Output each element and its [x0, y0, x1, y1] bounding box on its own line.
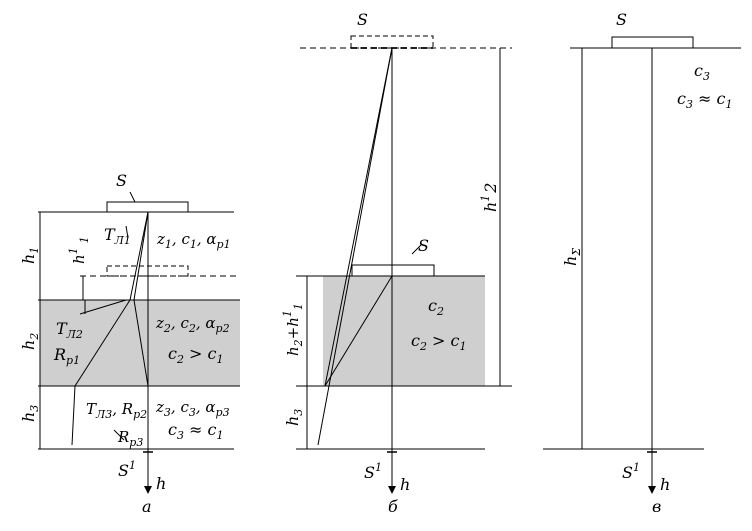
label-receiver-v: S1: [622, 461, 640, 482]
leader-tl2-a: [79, 299, 127, 315]
caption-a: а: [142, 497, 152, 516]
label-c2-b: c2: [428, 296, 444, 318]
ray-rp2-a: [133, 299, 149, 387]
caption-b: б: [388, 497, 398, 516]
label-axis-h-b: h: [400, 475, 410, 494]
ray-tl1-a: [129, 211, 149, 301]
panel-a: S TЛ1 z1, c1, αp1 h1 h11 h2 h3 TЛ2 Rp1 z…: [19, 171, 240, 516]
label-rp3-a: Rp3: [117, 428, 143, 449]
label-h1-a: h1: [19, 247, 41, 264]
virtual-source-b: [350, 35, 434, 49]
leader-s-b: [411, 243, 423, 255]
source-b: [351, 264, 435, 277]
ray-rp1-a: [74, 299, 131, 387]
label-receiver-b: S1: [364, 461, 382, 482]
label-layer1-a: z1, c1, αp1: [156, 230, 231, 251]
leader-tl1-a: [125, 225, 129, 239]
source-v: [611, 36, 694, 49]
ray-tl3-a: [71, 385, 76, 446]
layer-2-fill-a: [40, 300, 240, 386]
label-tl1-a: TЛ1: [104, 225, 131, 247]
label-h2-a: h2: [19, 333, 41, 350]
label-tl2-a: TЛ2: [56, 319, 83, 341]
label-axis-h-a: h: [156, 474, 166, 493]
panel-b: S S h12 h2+h11 h3 c2 c2 > c1 S1 h б: [281, 10, 512, 516]
ray-tl2-a: [133, 211, 149, 301]
source-a: [106, 201, 189, 213]
label-cmp-b: c2 > c1: [411, 331, 467, 353]
label-h3-b: h3: [283, 409, 305, 426]
label-h3-a: h3: [19, 405, 41, 422]
label-cmp-v: c3 ≈ c1: [677, 89, 733, 111]
label-s-top-b: S: [357, 10, 368, 29]
label-tl3-rp2-a: TЛ3, Rp2: [86, 400, 147, 421]
label-layer2-a: z2, c2, αp2: [155, 314, 230, 335]
ray-refl-down-b: [324, 47, 393, 387]
label-h2h1-b: h2+h11: [281, 303, 305, 356]
leader-s-a: [129, 191, 136, 203]
label-s-b: S: [418, 236, 429, 255]
leader-rp3-a: [113, 429, 125, 441]
label-s-v: S: [616, 10, 627, 29]
label-axis-h-v: h: [660, 475, 670, 494]
caption-v: в: [652, 497, 661, 516]
label-cmp2-a: c2 > c1: [168, 344, 224, 366]
layer-2-fill-b: [323, 276, 485, 386]
label-layer3-a: z3, c3, αp3: [155, 398, 230, 419]
label-receiver-a: S1: [118, 459, 136, 480]
label-h1p-a: h11: [67, 236, 91, 264]
label-rp1-a: Rp1: [53, 345, 80, 367]
label-hsum-v: hΣ: [561, 248, 583, 266]
ray-direct-b: [317, 47, 393, 446]
label-s-a: S: [116, 171, 127, 190]
label-c3-v: c3: [694, 61, 710, 83]
panel-v: S c3 c3 ≈ c1 hΣ S1 h в: [543, 10, 741, 516]
label-h12-b: h12: [479, 183, 500, 213]
ray-refl-up-b: [324, 275, 393, 387]
label-cmp3-a: c3 ≈ c1: [168, 420, 224, 442]
